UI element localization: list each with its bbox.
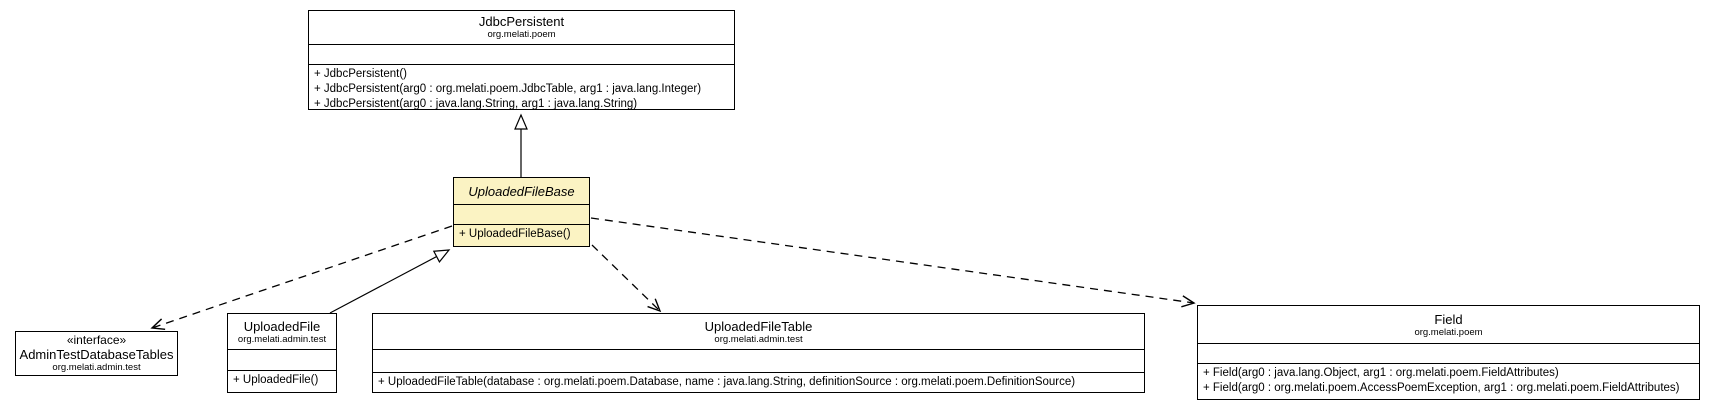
class-box-uploadedfiletable[interactable]: UploadedFileTable org.melati.admin.test … — [372, 313, 1145, 393]
methods-compartment: + UploadedFileTable(database : org.melat… — [373, 372, 1144, 392]
dependency-uploadedfilebase-to-uploadedfiletable — [591, 244, 662, 313]
fields-compartment — [373, 349, 1144, 372]
class-box-uploadedfilebase[interactable]: UploadedFileBase + UploadedFileBase() — [453, 177, 590, 247]
method-signature: + Field(arg0 : org.melati.poem.AccessPoe… — [1203, 382, 1680, 394]
interface-box-admintestdatabasetables[interactable]: «interface» AdminTestDatabaseTables org.… — [15, 331, 178, 376]
class-box-field[interactable]: Field org.melati.poem + Field(arg0 : jav… — [1197, 305, 1700, 400]
method-signature: + UploadedFile() — [233, 374, 319, 386]
methods-compartment: + Field(arg0 : java.lang.Object, arg1 : … — [1198, 363, 1699, 399]
dependency-uploadedfilebase-to-field — [590, 217, 1196, 308]
method-signature: + UploadedFileTable(database : org.melat… — [378, 376, 1076, 388]
class-title-uploadedfiletable: UploadedFileTable org.melati.admin.test — [373, 314, 1144, 349]
package-name: org.melati.poem — [1414, 326, 1483, 338]
class-title-uploadedfilebase: UploadedFileBase — [454, 178, 589, 204]
class-name: Field — [1434, 311, 1463, 327]
dependency-uploadedfilebase-to-admintestdatabasetables — [150, 225, 453, 331]
fields-compartment — [1198, 343, 1699, 363]
class-name: AdminTestDatabaseTables — [19, 347, 174, 362]
class-title-jdbcpersistent: JdbcPersistent org.melati.poem — [309, 11, 734, 44]
class-name: UploadedFile — [243, 318, 321, 334]
method-signature: + JdbcPersistent(arg0 : java.lang.String… — [314, 97, 638, 109]
methods-compartment: + JdbcPersistent() + JdbcPersistent(arg0… — [309, 63, 734, 109]
class-box-uploadedfile[interactable]: UploadedFile org.melati.admin.test + Upl… — [227, 313, 337, 393]
fields-compartment — [228, 349, 336, 370]
methods-compartment: + UploadedFile() — [228, 370, 336, 392]
interface-title: «interface» AdminTestDatabaseTables org.… — [16, 332, 177, 375]
package-name: org.melati.poem — [487, 29, 556, 41]
package-name: org.melati.admin.test — [237, 333, 327, 345]
methods-compartment: + UploadedFileBase() — [454, 224, 589, 246]
stereotype-label: «interface» — [66, 333, 127, 347]
method-signature: + UploadedFileBase() — [459, 228, 571, 240]
generalization-uploadedfile-to-uploadedfilebase — [329, 249, 451, 314]
class-title-field: Field org.melati.poem — [1198, 306, 1699, 343]
fields-compartment — [454, 204, 589, 224]
package-name: org.melati.admin.test — [52, 362, 141, 373]
package-name: org.melati.admin.test — [714, 333, 803, 345]
class-name: JdbcPersistent — [478, 14, 565, 30]
method-signature: + JdbcPersistent(arg0 : org.melati.poem.… — [314, 82, 702, 95]
class-name: UploadedFileBase — [468, 183, 575, 199]
method-signature: + JdbcPersistent() — [314, 67, 407, 80]
class-name: UploadedFileTable — [704, 318, 813, 334]
fields-compartment — [309, 43, 734, 64]
class-title-uploadedfile: UploadedFile org.melati.admin.test — [228, 314, 336, 349]
method-signature: + Field(arg0 : java.lang.Object, arg1 : … — [1203, 367, 1559, 379]
class-box-jdbcpersistent[interactable]: JdbcPersistent org.melati.poem + JdbcPer… — [308, 10, 735, 110]
